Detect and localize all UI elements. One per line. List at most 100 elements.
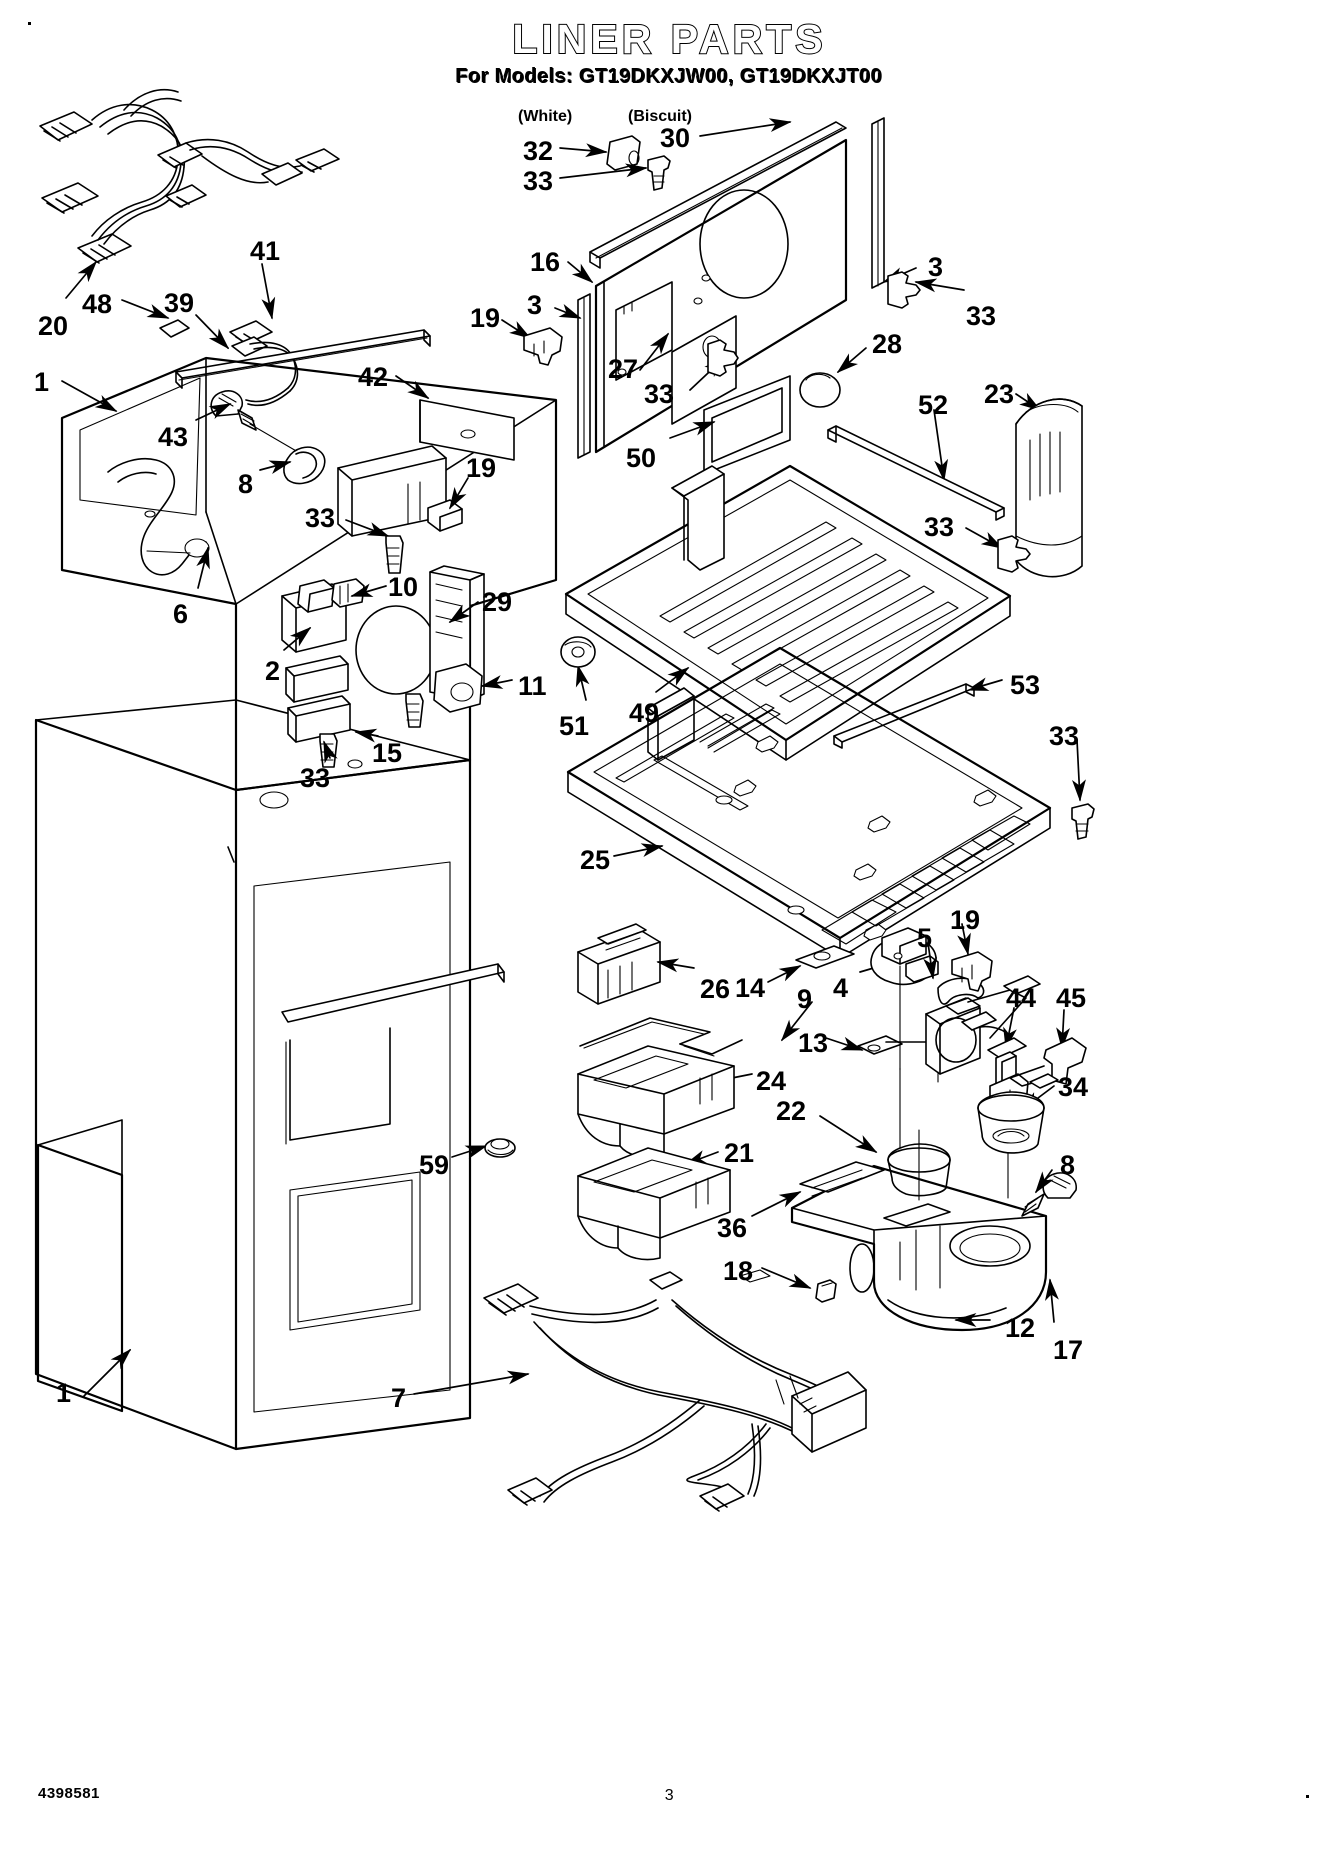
registration-mark-bottom-right xyxy=(1306,1795,1309,1798)
leader-36 xyxy=(752,1192,802,1216)
part-33-screw-e xyxy=(998,536,1030,572)
leader-29 xyxy=(448,602,478,623)
leader-13 xyxy=(826,1036,864,1050)
callout-number-48: 48 xyxy=(82,289,113,319)
callout-number-42: 42 xyxy=(358,362,389,392)
color-label-white: (White) xyxy=(518,108,573,125)
leader-14 xyxy=(768,966,802,982)
part-24-bin xyxy=(578,1018,742,1158)
leader-27 xyxy=(640,332,670,370)
part-33-screw-d xyxy=(888,272,920,308)
callout-number-9: 9 xyxy=(797,984,813,1014)
leader-17 xyxy=(1044,1278,1059,1322)
part-19-clip-rear xyxy=(524,328,562,365)
page-title: LINER PARTS xyxy=(511,16,827,62)
leader-19-base xyxy=(957,924,971,956)
callout-number-20: 20 xyxy=(38,311,69,341)
leader-20 xyxy=(66,260,98,298)
leader-5 xyxy=(923,943,938,980)
callout-number-8: 8 xyxy=(1060,1150,1076,1180)
part-43-bulb xyxy=(211,391,298,452)
leader-28 xyxy=(836,348,866,374)
leader-33-liner xyxy=(346,520,390,536)
leader-42 xyxy=(396,376,430,399)
leader-30 xyxy=(700,118,792,136)
part-33-screw-c xyxy=(708,340,738,376)
callout-number-44: 44 xyxy=(1006,983,1037,1013)
callout-number-10: 10 xyxy=(388,572,419,602)
callout-number-19: 19 xyxy=(950,905,981,935)
callout-number-6: 6 xyxy=(173,599,189,629)
part-8-socket xyxy=(284,447,325,483)
part-25-base-pan xyxy=(568,648,1050,958)
leader-6 xyxy=(196,546,210,588)
part-21-bin xyxy=(578,1148,730,1260)
callout-number-45: 45 xyxy=(1056,983,1087,1013)
part-18-spacer xyxy=(740,1270,770,1282)
leader-33-rail xyxy=(966,528,1004,548)
part-45-bracket xyxy=(1010,1038,1086,1088)
part-14-plate xyxy=(796,946,854,968)
callout-number-53: 53 xyxy=(1010,670,1041,700)
part-26-control-box xyxy=(578,924,660,1004)
leader-25 xyxy=(614,843,664,857)
leader-39 xyxy=(196,315,230,350)
part-41-harness xyxy=(230,321,297,405)
callout-number-19: 19 xyxy=(470,303,501,333)
leader-33-fan xyxy=(324,740,338,764)
part-28-knob xyxy=(800,373,840,407)
callout-number-5: 5 xyxy=(917,923,933,953)
callout-number-50: 50 xyxy=(626,443,657,473)
callout-number-33: 33 xyxy=(305,503,336,533)
liner-cabinet-part-1 xyxy=(36,330,556,1449)
part-34-cup xyxy=(978,1092,1044,1153)
callout-number-43: 43 xyxy=(158,422,189,452)
leader-32 xyxy=(560,143,608,158)
callout-number-19: 19 xyxy=(466,453,497,483)
part-33-screw-b xyxy=(648,156,670,190)
part-19-clip-base xyxy=(952,952,992,991)
callout-number-15: 15 xyxy=(372,738,403,768)
part-59-grommet xyxy=(485,1139,515,1157)
color-label-biscuit: (Biscuit) xyxy=(628,108,692,125)
callout-number-59: 59 xyxy=(419,1150,450,1180)
leader-49 xyxy=(656,666,690,692)
callout-number-33: 33 xyxy=(300,763,331,793)
callout-number-2: 2 xyxy=(265,656,281,686)
callout-number-33: 33 xyxy=(1049,721,1080,751)
leader-7 xyxy=(414,1370,530,1394)
callout-number-29: 29 xyxy=(482,587,513,617)
part-22-ring xyxy=(888,1130,950,1200)
callout-number-17: 17 xyxy=(1053,1335,1084,1365)
leader-8-top xyxy=(260,460,292,474)
leader-22 xyxy=(820,1116,878,1153)
callout-number-1: 1 xyxy=(56,1378,72,1408)
part-48-clip xyxy=(160,320,189,337)
callout-number-36: 36 xyxy=(717,1213,748,1243)
footer-part-number: 4398581 xyxy=(38,1785,100,1802)
leader-41 xyxy=(262,264,276,320)
part-53-rail xyxy=(834,684,974,748)
callout-number-1: 1 xyxy=(34,367,50,397)
leader-1-top xyxy=(62,381,118,411)
leader-48 xyxy=(122,300,170,318)
top-fasteners xyxy=(607,136,670,190)
leader-33-top xyxy=(560,163,648,178)
leader-50 xyxy=(670,422,716,438)
callout-number-27: 27 xyxy=(608,354,639,384)
callout-number-33: 33 xyxy=(644,379,675,409)
callout-number-23: 23 xyxy=(984,379,1015,409)
title-block: LINER PARTS For Models: GT19DKXJW00, GT1… xyxy=(0,16,1339,89)
callout-number-21: 21 xyxy=(724,1138,755,1168)
leader-2 xyxy=(284,626,312,650)
leader-33-basepan xyxy=(1072,740,1086,802)
part-33-screw-f xyxy=(1072,804,1094,839)
registration-mark-top-left xyxy=(28,22,31,25)
callout-number-33: 33 xyxy=(966,301,997,331)
callout-number-34: 34 xyxy=(1058,1072,1089,1102)
callout-number-33: 33 xyxy=(523,166,554,196)
callout-number-12: 12 xyxy=(1005,1313,1036,1343)
callout-number-28: 28 xyxy=(872,329,903,359)
leader-9 xyxy=(780,1002,812,1042)
